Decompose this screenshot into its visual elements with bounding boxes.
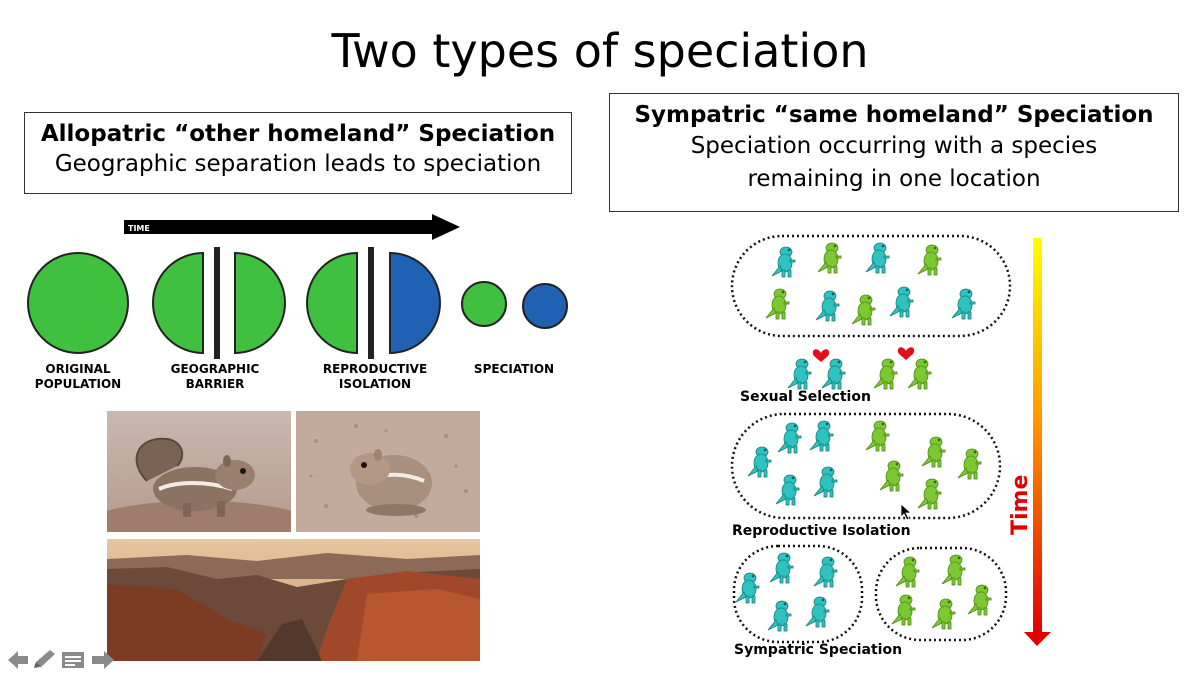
heart-icon (898, 347, 914, 360)
arrow-right-icon[interactable] (92, 651, 114, 669)
squirrel-right-illustration (296, 411, 480, 532)
time-arrow: TIME (124, 214, 460, 240)
geographic-barrier-group (153, 247, 285, 359)
sympatric-heading: Sympatric “same homeland” Speciation (610, 102, 1178, 128)
time-arrow-label: TIME (128, 224, 150, 233)
isolation-teal-dinos (748, 421, 837, 505)
stage-label-original: ORIGINAL POPULATION (28, 362, 128, 392)
stage-label-speciation: SPECIATION (466, 362, 562, 377)
time-label: Time (1001, 485, 1041, 535)
species-a-dinos (736, 553, 837, 631)
stage-label-barrier: GEOGRAPHIC BARRIER (158, 362, 272, 392)
heart-icon (813, 349, 829, 362)
species-a-circle (462, 282, 506, 326)
sympatric-subtitle: Speciation occurring with a species rema… (674, 130, 1114, 196)
slide-navigation (6, 648, 121, 672)
reproductive-isolation-label: Reproductive Isolation (732, 523, 911, 539)
menu-icon[interactable] (62, 652, 84, 668)
pencil-icon[interactable] (34, 650, 55, 668)
arrow-left-icon[interactable] (8, 651, 28, 669)
population-original-dinos-green (766, 243, 941, 325)
allopatric-subtitle: Geographic separation leads to speciatio… (25, 151, 571, 177)
reproductive-isolation-enclosure (732, 414, 1000, 518)
sexual-selection-label: Sexual Selection (740, 389, 871, 405)
canyon-photo (107, 539, 480, 661)
squirrel-left-illustration (107, 411, 291, 532)
slide-title: Two types of speciation (0, 24, 1200, 78)
stage-label-isolation: REPRODUCTIVE ISOLATION (316, 362, 434, 392)
canyon-illustration (107, 539, 480, 661)
original-population-circle (28, 253, 128, 353)
sympatric-textbox: Sympatric “same homeland” Speciation Spe… (609, 93, 1179, 212)
mouse-cursor-icon (900, 503, 914, 521)
sympatric-speciation-label: Sympatric Speciation (734, 642, 902, 658)
sympatric-species-b-enclosure (876, 548, 1006, 640)
allopatric-heading: Allopatric “other homeland” Speciation (25, 121, 571, 147)
reproductive-isolation-group (307, 247, 440, 359)
squirrel-photo-right (296, 411, 480, 532)
species-b-dinos (892, 555, 991, 629)
sympatric-diagram (720, 228, 1060, 668)
allopatric-textbox: Allopatric “other homeland” Speciation G… (24, 112, 572, 194)
sympatric-time-arrow (1024, 238, 1051, 646)
species-b-circle (523, 284, 567, 328)
isolation-green-dinos (866, 421, 981, 509)
squirrel-photo-left (107, 411, 291, 532)
sexual-selection-pairs (788, 347, 931, 389)
